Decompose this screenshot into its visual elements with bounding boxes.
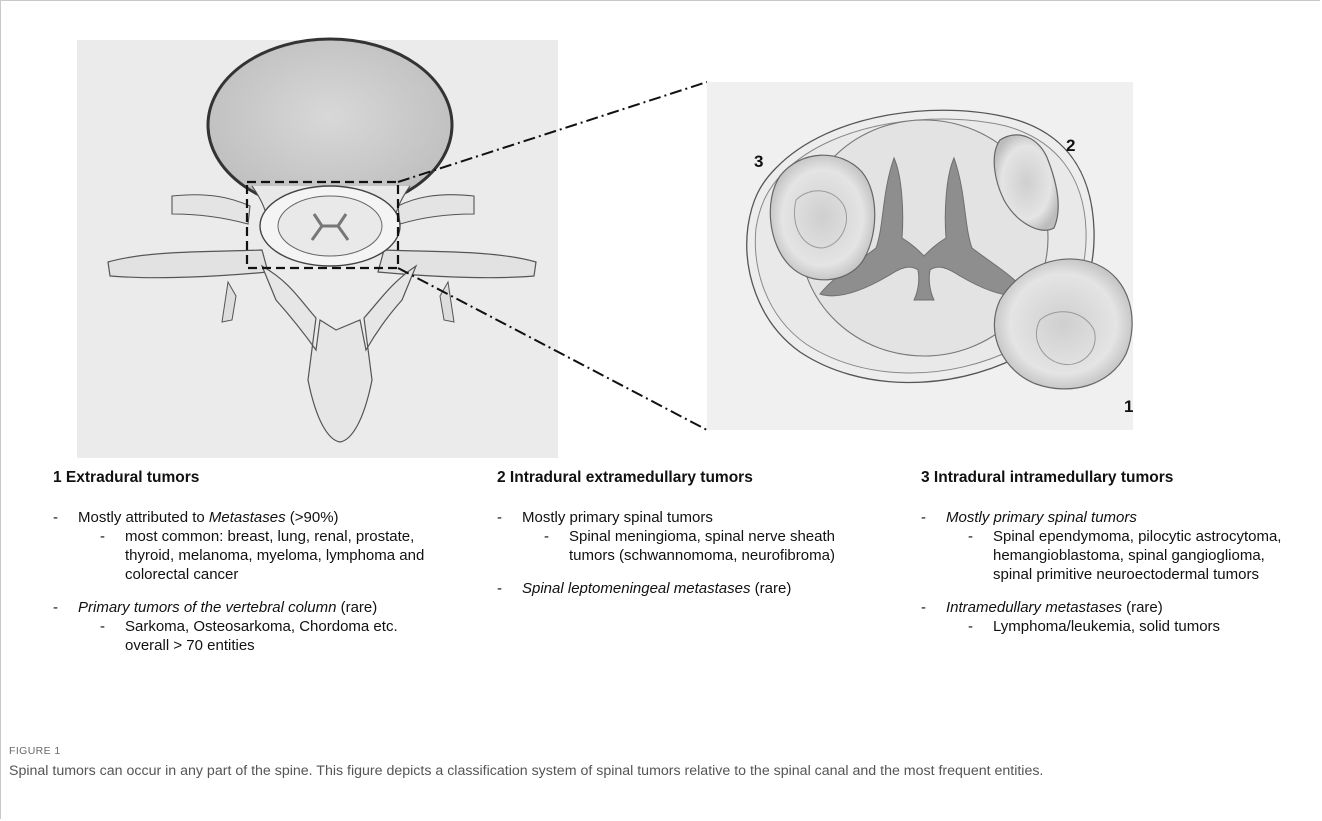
bullet-item: Mostly primary spinal tumors Spinal meni… [497,508,877,565]
bullet-text-suffix: (rare) [750,580,791,597]
bullet-text: Mostly attributed to [78,509,209,526]
sub-item: Lymphoma/leukemia, solid tumors [946,617,1301,636]
bullet-lead: Spinal leptomeningeal metastases (rare) [522,579,877,598]
region-label-1: 1 [1124,397,1133,416]
figure-caption: FIGURE 1 Spinal tumors can occur in any … [9,744,1309,781]
bullet-emphasis: Spinal leptomeningeal metastases [522,580,750,597]
bullet-text: Mostly primary spinal tumors [522,509,713,526]
bullet-list: Mostly primary spinal tumors Spinal meni… [497,508,877,598]
bullet-text-suffix: (>90%) [286,509,339,526]
sub-item: Sarkoma, Osteosarkoma, Chordoma etc. ove… [78,617,433,655]
bullet-list: Mostly attributed to Metastases (>90%) m… [53,508,433,655]
column-title: 2 Intradural extramedullary tumors [497,468,877,488]
bullet-lead: Intramedullary metastases (rare) [946,598,1301,617]
region-label-3: 3 [754,152,763,171]
sub-list: Spinal ependymoma, pilocytic astrocytoma… [946,527,1301,584]
sub-item: most common: breast, lung, renal, prosta… [78,527,433,584]
bullet-emphasis: Metastases [209,509,286,526]
column-extradural: 1 Extradural tumors Mostly attributed to… [53,468,433,669]
spine-illustration: 1 2 3 [0,0,1322,470]
cross-section-panel: 1 2 3 [707,82,1133,430]
bullet-list: Mostly primary spinal tumors Spinal epen… [921,508,1301,636]
column-intradural-extramedullary: 2 Intradural extramedullary tumors Mostl… [497,468,877,612]
bullet-lead: Mostly primary spinal tumors [522,508,877,527]
column-title: 1 Extradural tumors [53,468,433,488]
bullet-item: Spinal leptomeningeal metastases (rare) [497,579,877,598]
caption-text: Spinal tumors can occur in any part of t… [9,761,1309,781]
sub-list: most common: breast, lung, renal, prosta… [78,527,433,584]
sub-item: Spinal ependymoma, pilocytic astrocytoma… [946,527,1301,584]
bullet-emphasis: Primary tumors of the vertebral column [78,599,336,616]
bullet-emphasis: Intramedullary metastases [946,599,1122,616]
bullet-lead: Primary tumors of the vertebral column (… [78,598,433,617]
bullet-emphasis: Mostly primary spinal tumors [946,509,1137,526]
vertebra-panel [77,39,558,458]
column-title: 3 Intradural intramedullary tumors [921,468,1301,488]
caption-label: FIGURE 1 [9,744,1309,758]
region-label-2: 2 [1066,136,1075,155]
sub-list: Spinal meningioma, spinal nerve sheath t… [522,527,877,565]
bullet-item: Intramedullary metastases (rare) Lymphom… [921,598,1301,636]
bullet-item: Mostly primary spinal tumors Spinal epen… [921,508,1301,584]
sub-item: Spinal meningioma, spinal nerve sheath t… [522,527,877,565]
bullet-item: Primary tumors of the vertebral column (… [53,598,433,655]
bullet-lead: Mostly primary spinal tumors [946,508,1301,527]
bullet-item: Mostly attributed to Metastases (>90%) m… [53,508,433,584]
bullet-lead: Mostly attributed to Metastases (>90%) [78,508,433,527]
bullet-text-suffix: (rare) [1122,599,1163,616]
column-intradural-intramedullary: 3 Intradural intramedullary tumors Mostl… [921,468,1301,650]
sub-list: Lymphoma/leukemia, solid tumors [946,617,1301,636]
sub-list: Sarkoma, Osteosarkoma, Chordoma etc. ove… [78,617,433,655]
bullet-text-suffix: (rare) [336,599,377,616]
